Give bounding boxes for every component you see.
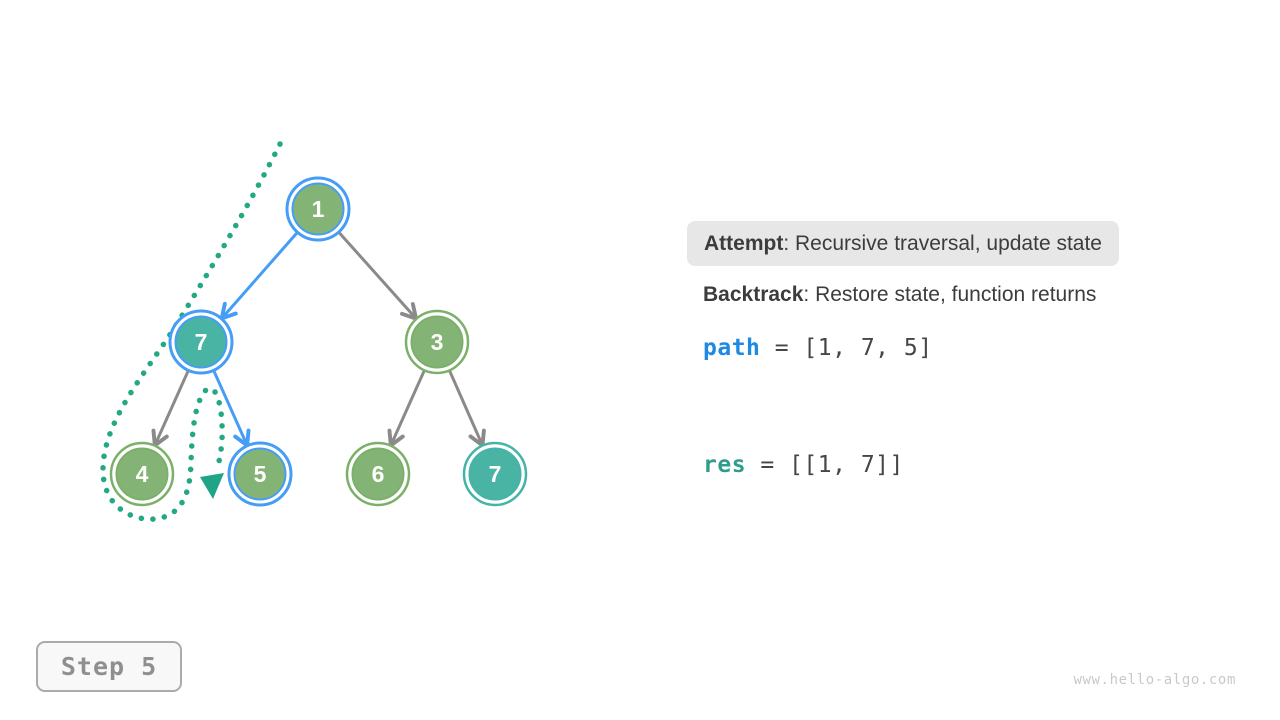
tree-node-4: 4 — [109, 441, 175, 507]
edge-3-7 — [448, 369, 486, 448]
edge-3-6 — [387, 369, 426, 448]
edge-7-5 — [212, 369, 251, 448]
path-variable-line: path = [1, 7, 5] — [703, 334, 933, 362]
attempt-line: Attempt: Recursive traversal, update sta… — [704, 232, 1102, 256]
edge-7-4 — [151, 369, 190, 448]
trace-arrowhead-icon — [200, 473, 224, 499]
res-variable-name: res — [703, 452, 747, 478]
tree-node-7-right: 7 — [462, 441, 528, 507]
edge-1-7 — [219, 231, 299, 321]
traversal-trace-dotted-path — [100, 141, 283, 522]
res-variable-line: res = [[1, 7]] — [703, 451, 904, 479]
watermark: www.hello-algo.com — [1073, 672, 1236, 688]
path-variable-name: path — [703, 335, 761, 361]
attempt-label: Attempt — [704, 231, 784, 255]
tree-node-1: 1 — [285, 176, 351, 242]
svg-text:1: 1 — [312, 196, 325, 222]
tree-node-7-left: 7 — [168, 309, 234, 375]
step-badge-label: Step 5 — [60, 652, 158, 681]
attempt-text: : Recursive traversal, update state — [783, 231, 1102, 255]
svg-text:3: 3 — [431, 329, 444, 355]
svg-text:5: 5 — [254, 461, 267, 487]
edge-1-3 — [337, 231, 419, 321]
svg-text:4: 4 — [136, 461, 149, 487]
backtrack-line: Backtrack: Restore state, function retur… — [703, 282, 1096, 308]
attempt-highlight-box: Attempt: Recursive traversal, update sta… — [687, 221, 1119, 266]
path-variable-value: = [1, 7, 5] — [760, 335, 933, 361]
tree-node-6: 6 — [345, 441, 411, 507]
backtrack-text: : Restore state, function returns — [803, 283, 1097, 306]
svg-text:7: 7 — [195, 329, 208, 355]
backtrack-label: Backtrack — [703, 283, 804, 306]
tree-node-3: 3 — [404, 309, 470, 375]
res-variable-value: = [[1, 7]] — [746, 452, 904, 478]
step-badge: Step 5 — [36, 641, 182, 692]
svg-text:7: 7 — [489, 461, 502, 487]
tree-node-5: 5 — [227, 441, 293, 507]
svg-text:6: 6 — [372, 461, 385, 487]
